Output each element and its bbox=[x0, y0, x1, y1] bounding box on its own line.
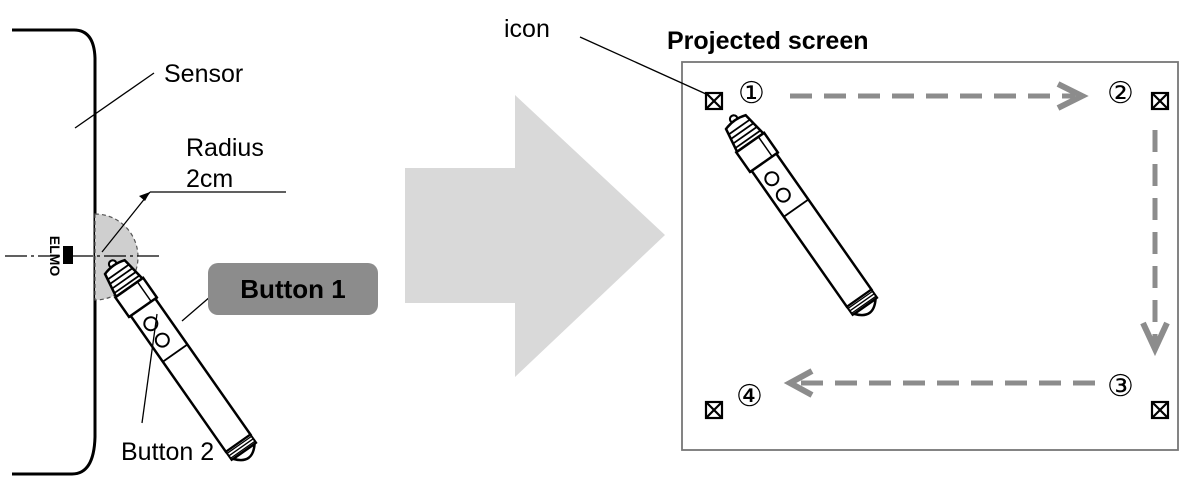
crossed-box-icon bbox=[704, 91, 724, 111]
step-2-number: ② bbox=[1107, 76, 1134, 111]
arrow-right-icon bbox=[1056, 81, 1089, 111]
sensor-center-mark bbox=[63, 246, 73, 264]
arrow-left-icon bbox=[783, 368, 814, 398]
radius-label: Radius bbox=[186, 134, 264, 162]
big-arrow-icon bbox=[405, 95, 665, 377]
radius-indicator-line bbox=[101, 191, 151, 253]
crossed-box-icon bbox=[1150, 91, 1170, 111]
button2-leader-line bbox=[141, 313, 158, 424]
button1-callout: Button 1 bbox=[208, 263, 378, 315]
sensor-leader-line bbox=[74, 72, 155, 129]
crossed-box-icon bbox=[704, 400, 724, 420]
step-4-number: ④ bbox=[736, 379, 763, 414]
icon-label: icon bbox=[504, 15, 550, 43]
step-1-number: ① bbox=[738, 76, 765, 111]
projected-screen-title: Projected screen bbox=[667, 27, 869, 55]
projected-screen-frame bbox=[681, 61, 1179, 451]
radius-value-label: 2cm bbox=[186, 165, 234, 193]
step-3-number: ③ bbox=[1107, 369, 1134, 404]
elmo-logo: ELMO bbox=[47, 236, 63, 277]
radius-arrowhead bbox=[139, 192, 150, 201]
arrow-down-icon bbox=[1140, 321, 1170, 357]
crossed-box-icon bbox=[1150, 400, 1170, 420]
button2-label: Button 2 bbox=[121, 438, 215, 466]
icon-leader-line bbox=[579, 36, 707, 95]
sensor-label: Sensor bbox=[164, 60, 244, 88]
